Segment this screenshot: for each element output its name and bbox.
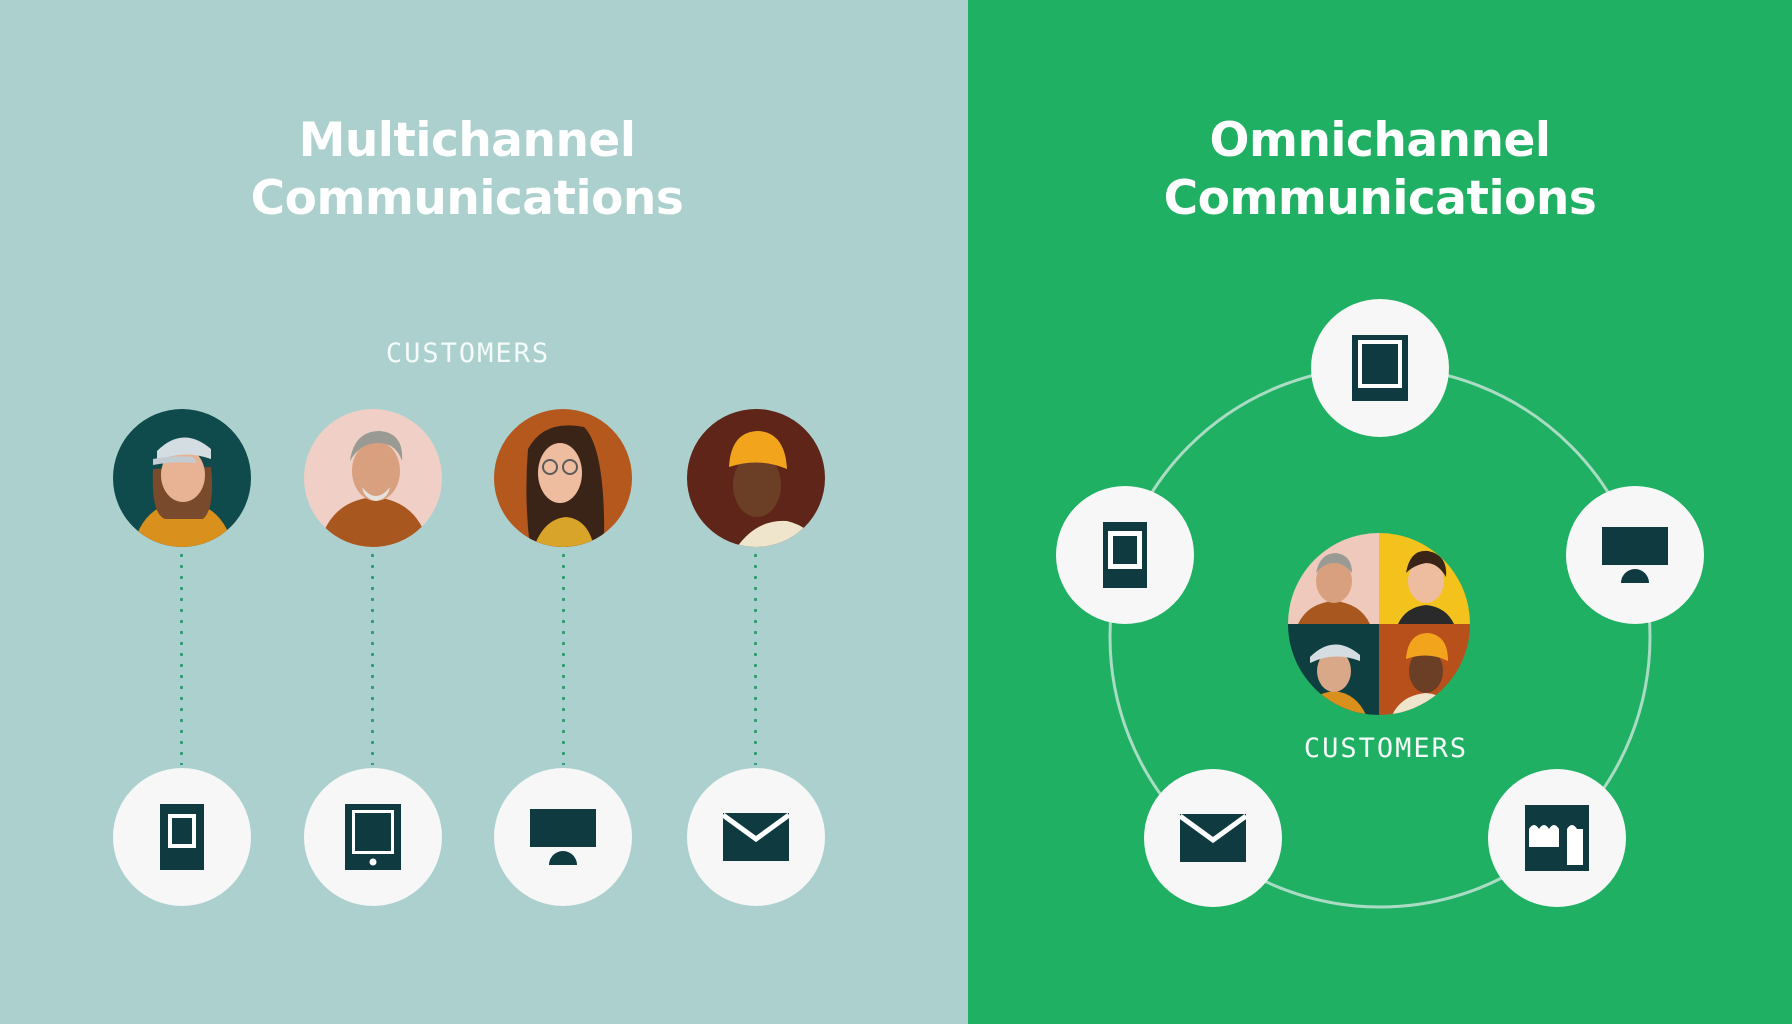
omnichannel-title-line2: Communications [1163, 171, 1597, 226]
email-icon [1180, 814, 1246, 862]
omni-channel-desktop [1566, 486, 1704, 624]
channel-email [687, 768, 825, 906]
customer-avatar-man-beanie [687, 409, 825, 547]
desktop-icon [1602, 527, 1668, 583]
connector-line-4 [754, 550, 757, 765]
omni-channel-store [1488, 769, 1626, 907]
email-icon [723, 813, 789, 861]
connector-line-1 [180, 550, 183, 765]
multichannel-title-line1: Multichannel [298, 113, 636, 168]
mobile-icon [1103, 522, 1147, 588]
customers-composite-avatar [1288, 533, 1470, 715]
channel-desktop [494, 768, 632, 906]
omnichannel-customers-label: CUSTOMERS [1303, 733, 1469, 764]
omni-channel-email [1144, 769, 1282, 907]
omni-channel-tablet [1311, 299, 1449, 437]
storefront-icon [1525, 805, 1589, 871]
omni-channel-mobile [1056, 486, 1194, 624]
desktop-icon [530, 809, 596, 865]
channel-tablet [304, 768, 442, 906]
omnichannel-title: Omnichannel Communications [1130, 112, 1630, 228]
customer-avatar-woman-glasses [494, 409, 632, 547]
channel-mobile [113, 768, 251, 906]
connector-line-3 [562, 550, 565, 765]
multichannel-title: Multichannel Communications [217, 112, 717, 228]
customer-avatar-older-man [304, 409, 442, 547]
tablet-icon [1352, 335, 1408, 401]
omnichannel-title-line1: Omnichannel [1209, 113, 1551, 168]
multichannel-customers-label: CUSTOMERS [385, 338, 551, 369]
multichannel-title-line2: Communications [250, 171, 684, 226]
tablet-icon [345, 804, 401, 870]
connector-line-2 [371, 550, 374, 765]
mobile-icon [160, 804, 204, 870]
customer-avatar-woman-cap [113, 409, 251, 547]
